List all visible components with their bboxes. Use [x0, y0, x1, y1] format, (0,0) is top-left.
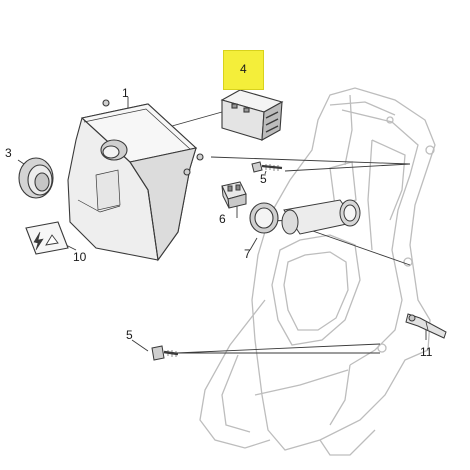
part-10-warning-label [25, 221, 69, 255]
part-1-housing [67, 99, 204, 262]
part-5-screw-upper [251, 161, 283, 173]
part-7-ring [249, 202, 279, 234]
callout-7: 7 [244, 247, 251, 261]
callout-4-highlighted: 4 [223, 50, 264, 90]
callout-5-upper: 5 [260, 172, 267, 186]
frame-ghost [199, 87, 436, 456]
part-3-grommet [18, 157, 54, 199]
callout-10: 10 [73, 250, 87, 264]
part-11-clip [405, 313, 447, 339]
callout-5-lower: 5 [126, 328, 133, 342]
callout-6: 6 [219, 212, 226, 226]
part-6-connector [221, 181, 247, 209]
part-5-bolt-lower [151, 345, 179, 361]
frame-sleeve [281, 199, 361, 235]
part-4-relay [220, 89, 284, 141]
callout-1: 1 [122, 86, 129, 100]
callout-3: 3 [5, 146, 12, 160]
callout-11: 11 [420, 345, 433, 359]
